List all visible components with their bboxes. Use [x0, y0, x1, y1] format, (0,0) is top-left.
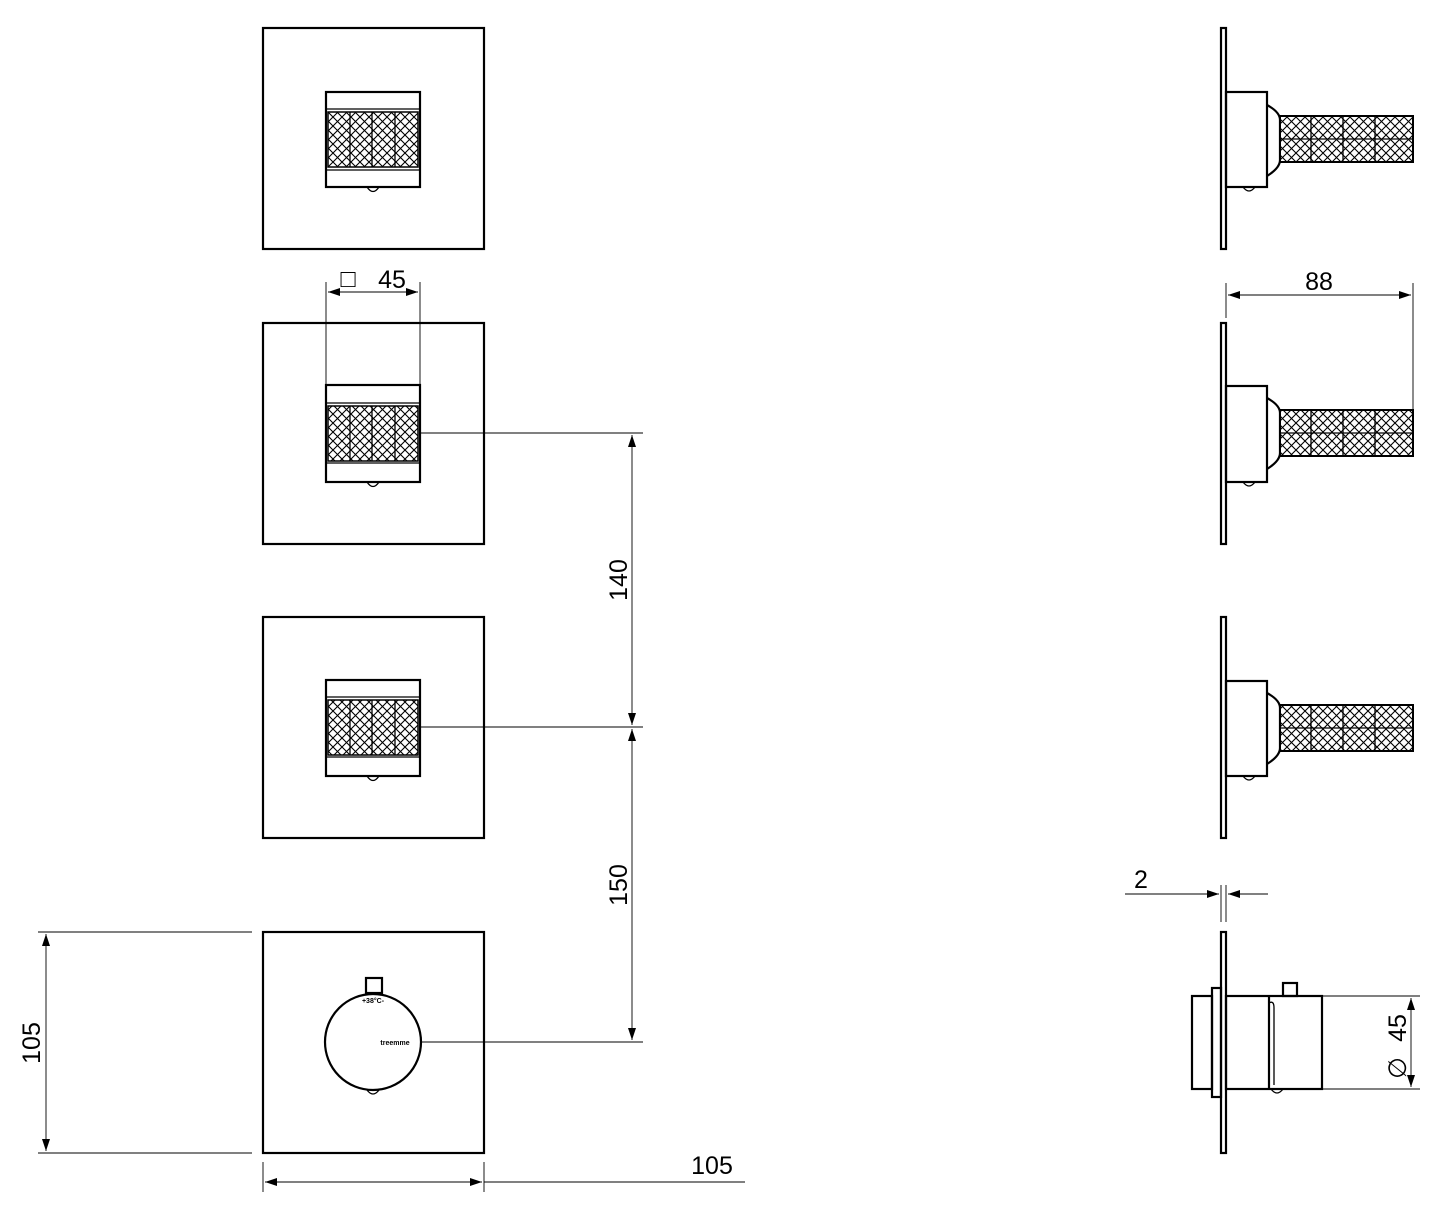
dial-diameter-value: 45 — [1384, 1014, 1412, 1042]
dimension-vertical-spacing: 140 150 — [420, 432, 643, 1043]
diameter-symbol: ∅ — [1384, 1057, 1412, 1079]
dimension-knob-width: □ 45 — [325, 265, 421, 384]
front-plate-3 — [261, 615, 486, 840]
side-view-handle-3 — [1219, 615, 1414, 840]
dimension-dial-diameter: ∅ 45 — [1322, 995, 1420, 1090]
brand-label: treemme — [380, 1040, 409, 1047]
dimension-plate-thickness: 2 — [1125, 866, 1268, 922]
spacing-lower-value: 150 — [605, 864, 633, 906]
plate-thickness-value: 2 — [1134, 866, 1148, 894]
side-view-thermostat — [1190, 930, 1324, 1155]
side-view-handle-2 — [1219, 321, 1414, 546]
handle-knob-front-2 — [324, 383, 422, 488]
thermostat-dial: +38°C- treemme — [323, 976, 423, 1095]
front-plate-2 — [261, 321, 486, 546]
side-view-handle-1 — [1219, 26, 1414, 251]
knob-width-value: 45 — [378, 266, 406, 294]
dimension-plate-width: 105 — [262, 1152, 745, 1192]
square-symbol: □ — [340, 265, 356, 293]
dimension-depth: 88 — [1225, 268, 1414, 410]
handle-knob-front-3 — [324, 678, 422, 782]
depth-value: 88 — [1305, 268, 1333, 296]
front-plate-thermostat: +38°C- treemme — [261, 930, 486, 1155]
plate-width-value: 105 — [691, 1152, 733, 1180]
handle-knob-front-1 — [324, 90, 422, 193]
temperature-scale-label: +38°C- — [362, 997, 385, 1005]
plate-height-value: 105 — [18, 1022, 46, 1064]
front-plate-1 — [261, 26, 486, 251]
spacing-upper-value: 140 — [605, 559, 633, 601]
dimension-plate-height: 105 — [18, 931, 252, 1154]
